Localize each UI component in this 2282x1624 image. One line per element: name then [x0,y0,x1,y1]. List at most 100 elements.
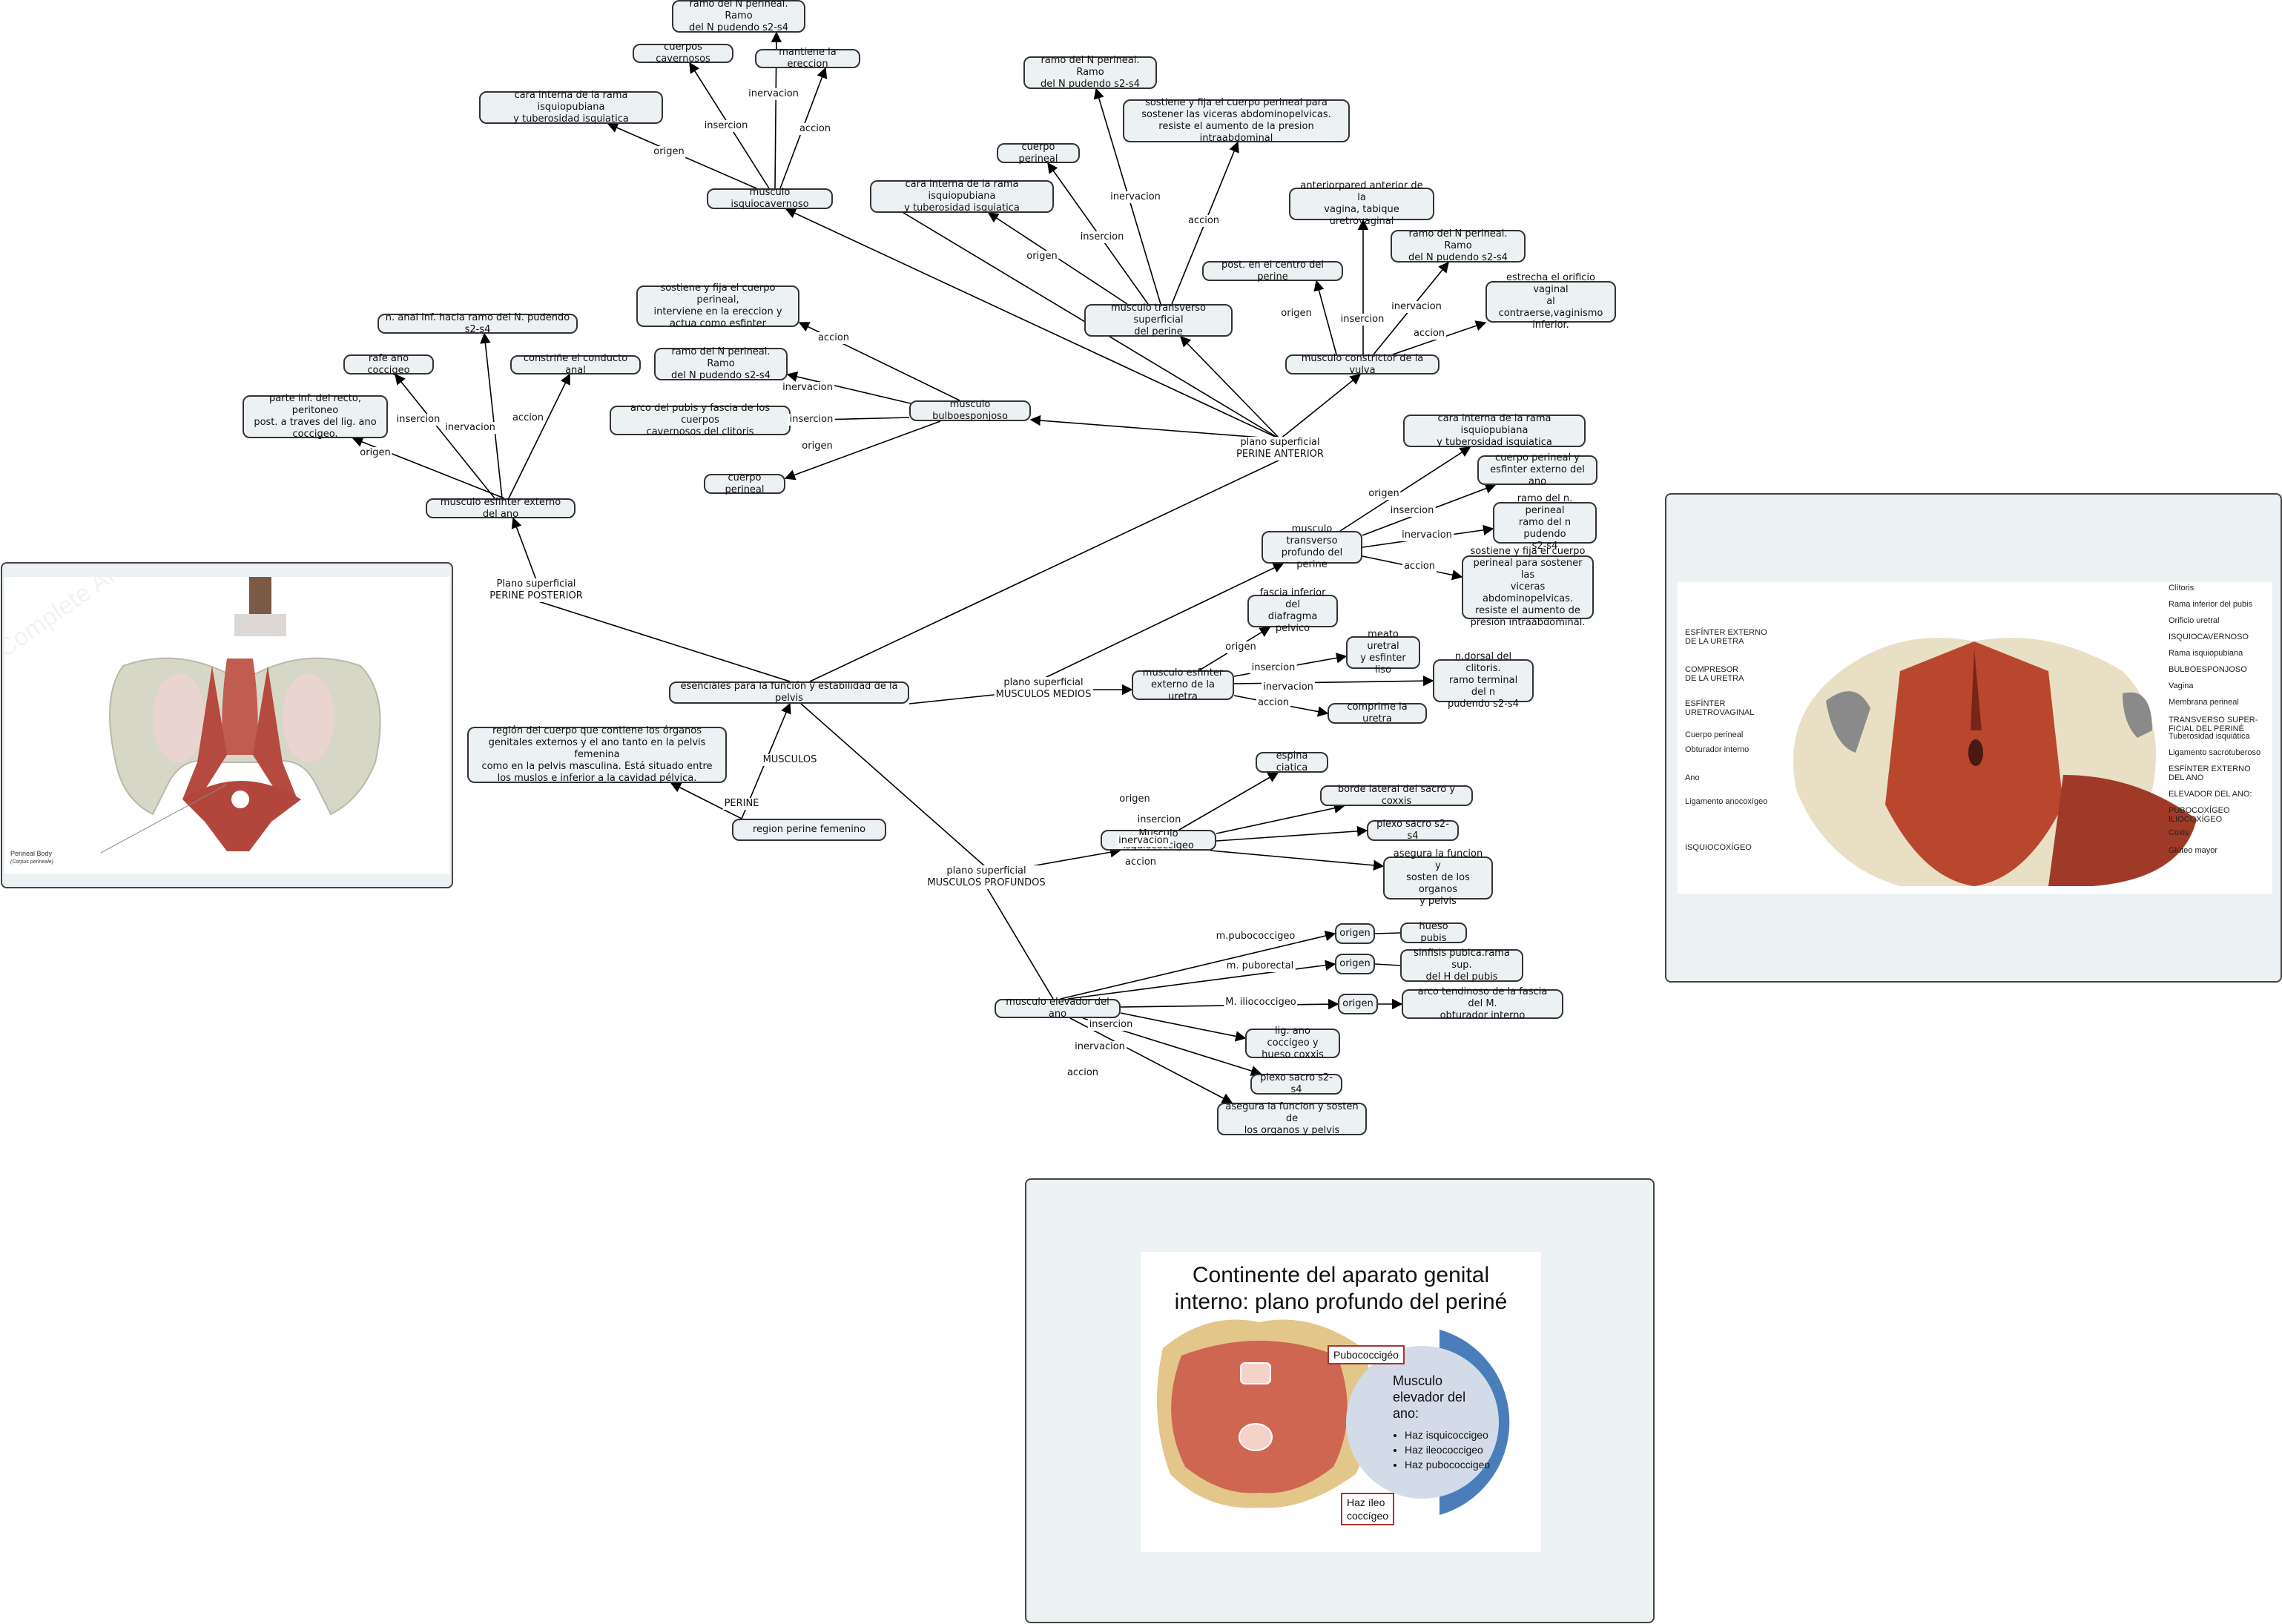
pelvis-3d-illustration: Complete Anatomy [4,577,381,854]
transverso-profundo-origen-node[interactable]: cara interna de la rama isquiopubiana y … [1403,413,1586,448]
watermark: Complete Anatomy [4,577,182,664]
illustration-label: Membrana perineal [2169,698,2239,707]
link-perine: PERINE [722,798,761,810]
transverso-superficial-insercion-node[interactable]: cuerpo perineal [997,142,1080,165]
isquiococcigeo-accion-node[interactable]: asegura la funcion y sosten de los organ… [1383,848,1493,907]
pubococcigeo-origen-node[interactable]: origen [1335,923,1375,944]
bottom-image-panel[interactable]: Continente del aparato genital interno: … [1025,1178,1655,1623]
bulboesponjoso-node[interactable]: musculo bulboesponjoso [909,399,1031,422]
esfinter-uretra-inervacion-node[interactable]: n.dorsal del clitoris. ramo terminal del… [1433,651,1534,710]
link-origen: origen [1224,641,1258,653]
perine-definition-node[interactable]: región del cuerpo que contiene los órgan… [467,725,727,784]
esfinter-uretra-insercion-node[interactable]: meato uretral y esfinter liso [1346,629,1420,676]
esfinter-ano-origen-node[interactable]: parte inf. del recto, peritoneo post. a … [243,393,388,440]
link-insercion: insercion [1388,505,1436,517]
link-insercion: insercion [1250,662,1297,674]
connector-line [800,703,987,868]
link-inervacion: inervacion [1262,681,1315,693]
esfinter-ano-insercion-node[interactable]: rafe ano coccigeo [343,353,434,376]
illustration-label: ESFÍNTER EXTERNO DE LA URETRA [1685,628,1767,646]
transverso-superficial-accion-node[interactable]: sostiene y fija el cuerpo perineal para … [1123,97,1350,144]
isquiocavernoso-node[interactable]: musculo isquiocavernoso [707,187,833,210]
link-musculos-medios: plano superficial MUSCULOS MEDIOS [994,677,1093,701]
illustration-label: PUBOCOXÍGEO ILIOCOXÍGEO [2169,806,2230,824]
link-inervacion: inervacion [747,88,800,100]
constrictor-vulva-inervacion-node[interactable]: ramo del N perineal. Ramo del N pudendo … [1391,228,1526,263]
elevador-ano-summary: Musculo elevador del ano: Haz isquicocci… [1393,1373,1497,1472]
link-insercion: insercion [395,414,442,426]
bulboesponjoso-inervacion-node[interactable]: ramo del N perineal. Ramo del N pudendo … [654,346,788,381]
connector-line [1210,850,1385,871]
connector-line [1216,825,1368,842]
elevador-accion-node[interactable]: asegura la funcion y sosten de los organ… [1217,1101,1367,1136]
link-accion: accion [1186,215,1221,227]
link-insercion: insercion [702,120,750,132]
region-perine-node[interactable]: region perine femenino [732,819,886,841]
esfinter-uretra-node[interactable]: musculo esfinter externo de la uretra [1132,667,1234,702]
bulboesponjoso-accion-node[interactable]: sostiene y fija el cuerpo perineal, inte… [636,283,799,329]
isquiocavernoso-inervacion-node[interactable]: ramo del N perineal. Ramo del N pudendo … [672,0,805,33]
esfinter-ano-inervacion-node[interactable]: n. anal inf. hacia ramo del N. pudendo s… [377,312,578,335]
illustration-label: ISQUIOCAVERNOSO [2169,633,2249,641]
link-accion: accion [1065,1067,1101,1079]
illustration-label: ESFÍNTER URETROVAGINAL [1685,699,1755,717]
illustration-label: BULBOESPONJOSO [2169,665,2247,674]
transverso-profundo-accion-node[interactable]: sostiene y fija el cuerpo perineal para … [1462,546,1594,628]
link-perine-anterior: plano superficial PERINE ANTERIOR [1235,437,1325,461]
left-image-panel[interactable]: Complete Anatomy Perineal Body (Corpus p… [1,562,453,888]
connector-line [535,600,791,682]
sinfisis-pubica-node[interactable]: sinfisis pubica.rama sup. del H del pubi… [1400,948,1523,983]
arco-tendinoso-node[interactable]: arco tendinoso de la fascia del M. obtur… [1402,986,1563,1021]
link-inervacion: inervacion [1400,529,1454,541]
elevador-inervacion-node[interactable]: plexo sacro s2-s4 [1250,1072,1342,1095]
link-inervacion: inervacion [781,382,834,394]
transverso-superficial-node[interactable]: musculo transverso superficial del perin… [1084,303,1233,337]
illustration-label: Cuerpo perineal [1685,730,1744,739]
constrictor-vulva-node[interactable]: musculo constrictor de la vulva [1285,353,1440,376]
transverso-superficial-inervacion-node[interactable]: ramo del N perineal. Ramo del N pudendo … [1023,55,1157,90]
transverso-profundo-insercion-node[interactable]: cuerpo perineal y esfinter externo del a… [1477,452,1597,487]
constrictor-vulva-accion-node[interactable]: estrecha el orificio vaginal al contraer… [1485,272,1616,331]
summary-bullet: Haz isquicoccigeo [1405,1427,1497,1442]
connector-line [1178,772,1279,831]
callout-text: Perineal Body [10,850,53,857]
transverso-profundo-node[interactable]: musculo transverso profundo del perine [1262,524,1362,570]
link-origen: origen [1118,793,1152,805]
perineum-illustration-drawing [1793,638,2197,886]
connector-line [1374,963,1401,966]
isquiocavernoso-insercion-node[interactable]: cuerpos cavernosos [633,42,733,65]
esfinter-uretra-accion-node[interactable]: comprime la uretra [1328,702,1427,724]
transverso-superficial-origen-node[interactable]: cara interna de la rama isquiopubiana y … [870,179,1054,214]
isquiocavernoso-accion-node[interactable]: mantiene la ereccion [755,47,860,70]
connector-line [1069,1017,1233,1103]
bulboesponjoso-origen-node[interactable]: cuerpo perineal [704,472,785,495]
constrictor-vulva-insercion-node[interactable]: anteriorpared anterior de la vagina, tab… [1289,180,1434,227]
esfinter-ano-node[interactable]: musculo esfinter externo del ano [426,497,576,520]
haz-ileococcigeo-callout: Haz íleo coccígeo [1341,1493,1395,1525]
elevador-insercion-node[interactable]: lig. ano coccigeo y hueso coxxis [1245,1026,1340,1060]
isquiocavernoso-origen-node[interactable]: cara interna de la rama isquiopubiana y … [479,90,663,125]
isquiococcigeo-insercion-node[interactable]: borde lateral del sacro y coxxis [1320,784,1473,807]
elevador-ano-node[interactable]: musculo elevador del ano [995,997,1121,1020]
summary-bullets: Haz isquicoccigeoHaz ileococcigeoHaz pub… [1393,1427,1497,1472]
hueso-pubis-node[interactable]: hueso pubis [1400,921,1467,944]
central-node[interactable]: esenciales para la función y estabilidad… [669,681,909,704]
summary-bullet: Haz pubococcigeo [1405,1457,1497,1472]
connector-line [508,373,570,499]
transverso-profundo-inervacion-node[interactable]: ramo del n. perineal ramo del n pudendo … [1493,493,1597,552]
isquiococcigeo-origen-node[interactable]: espina ciatica [1256,750,1328,773]
bulboesponjoso-insercion-node[interactable]: arco del pubis y fascia de los cuerpos c… [610,403,791,438]
illustration-label: ESFÍNTER EXTERNO DEL ANO [2169,765,2251,782]
link-accion: accion [797,123,833,135]
iliococcigeo-origen-node[interactable]: origen [1338,994,1378,1014]
callout-subtext: (Corpus perineale) [10,859,53,865]
constrictor-vulva-origen-node[interactable]: post. en el centro del perine [1202,260,1343,283]
esfinter-uretra-origen-node[interactable]: fascia inferior del diafragma pelvico [1247,587,1338,634]
link-origen: origen [652,146,686,158]
isquiococcigeo-inervacion-node[interactable]: plexo sacro s2-s4 [1367,819,1459,842]
link-musculos: MUSCULOS [761,754,819,766]
puborectal-origen-node[interactable]: origen [1335,954,1375,974]
esfinter-ano-accion-node[interactable]: constriñe el conducto anal [510,353,641,376]
